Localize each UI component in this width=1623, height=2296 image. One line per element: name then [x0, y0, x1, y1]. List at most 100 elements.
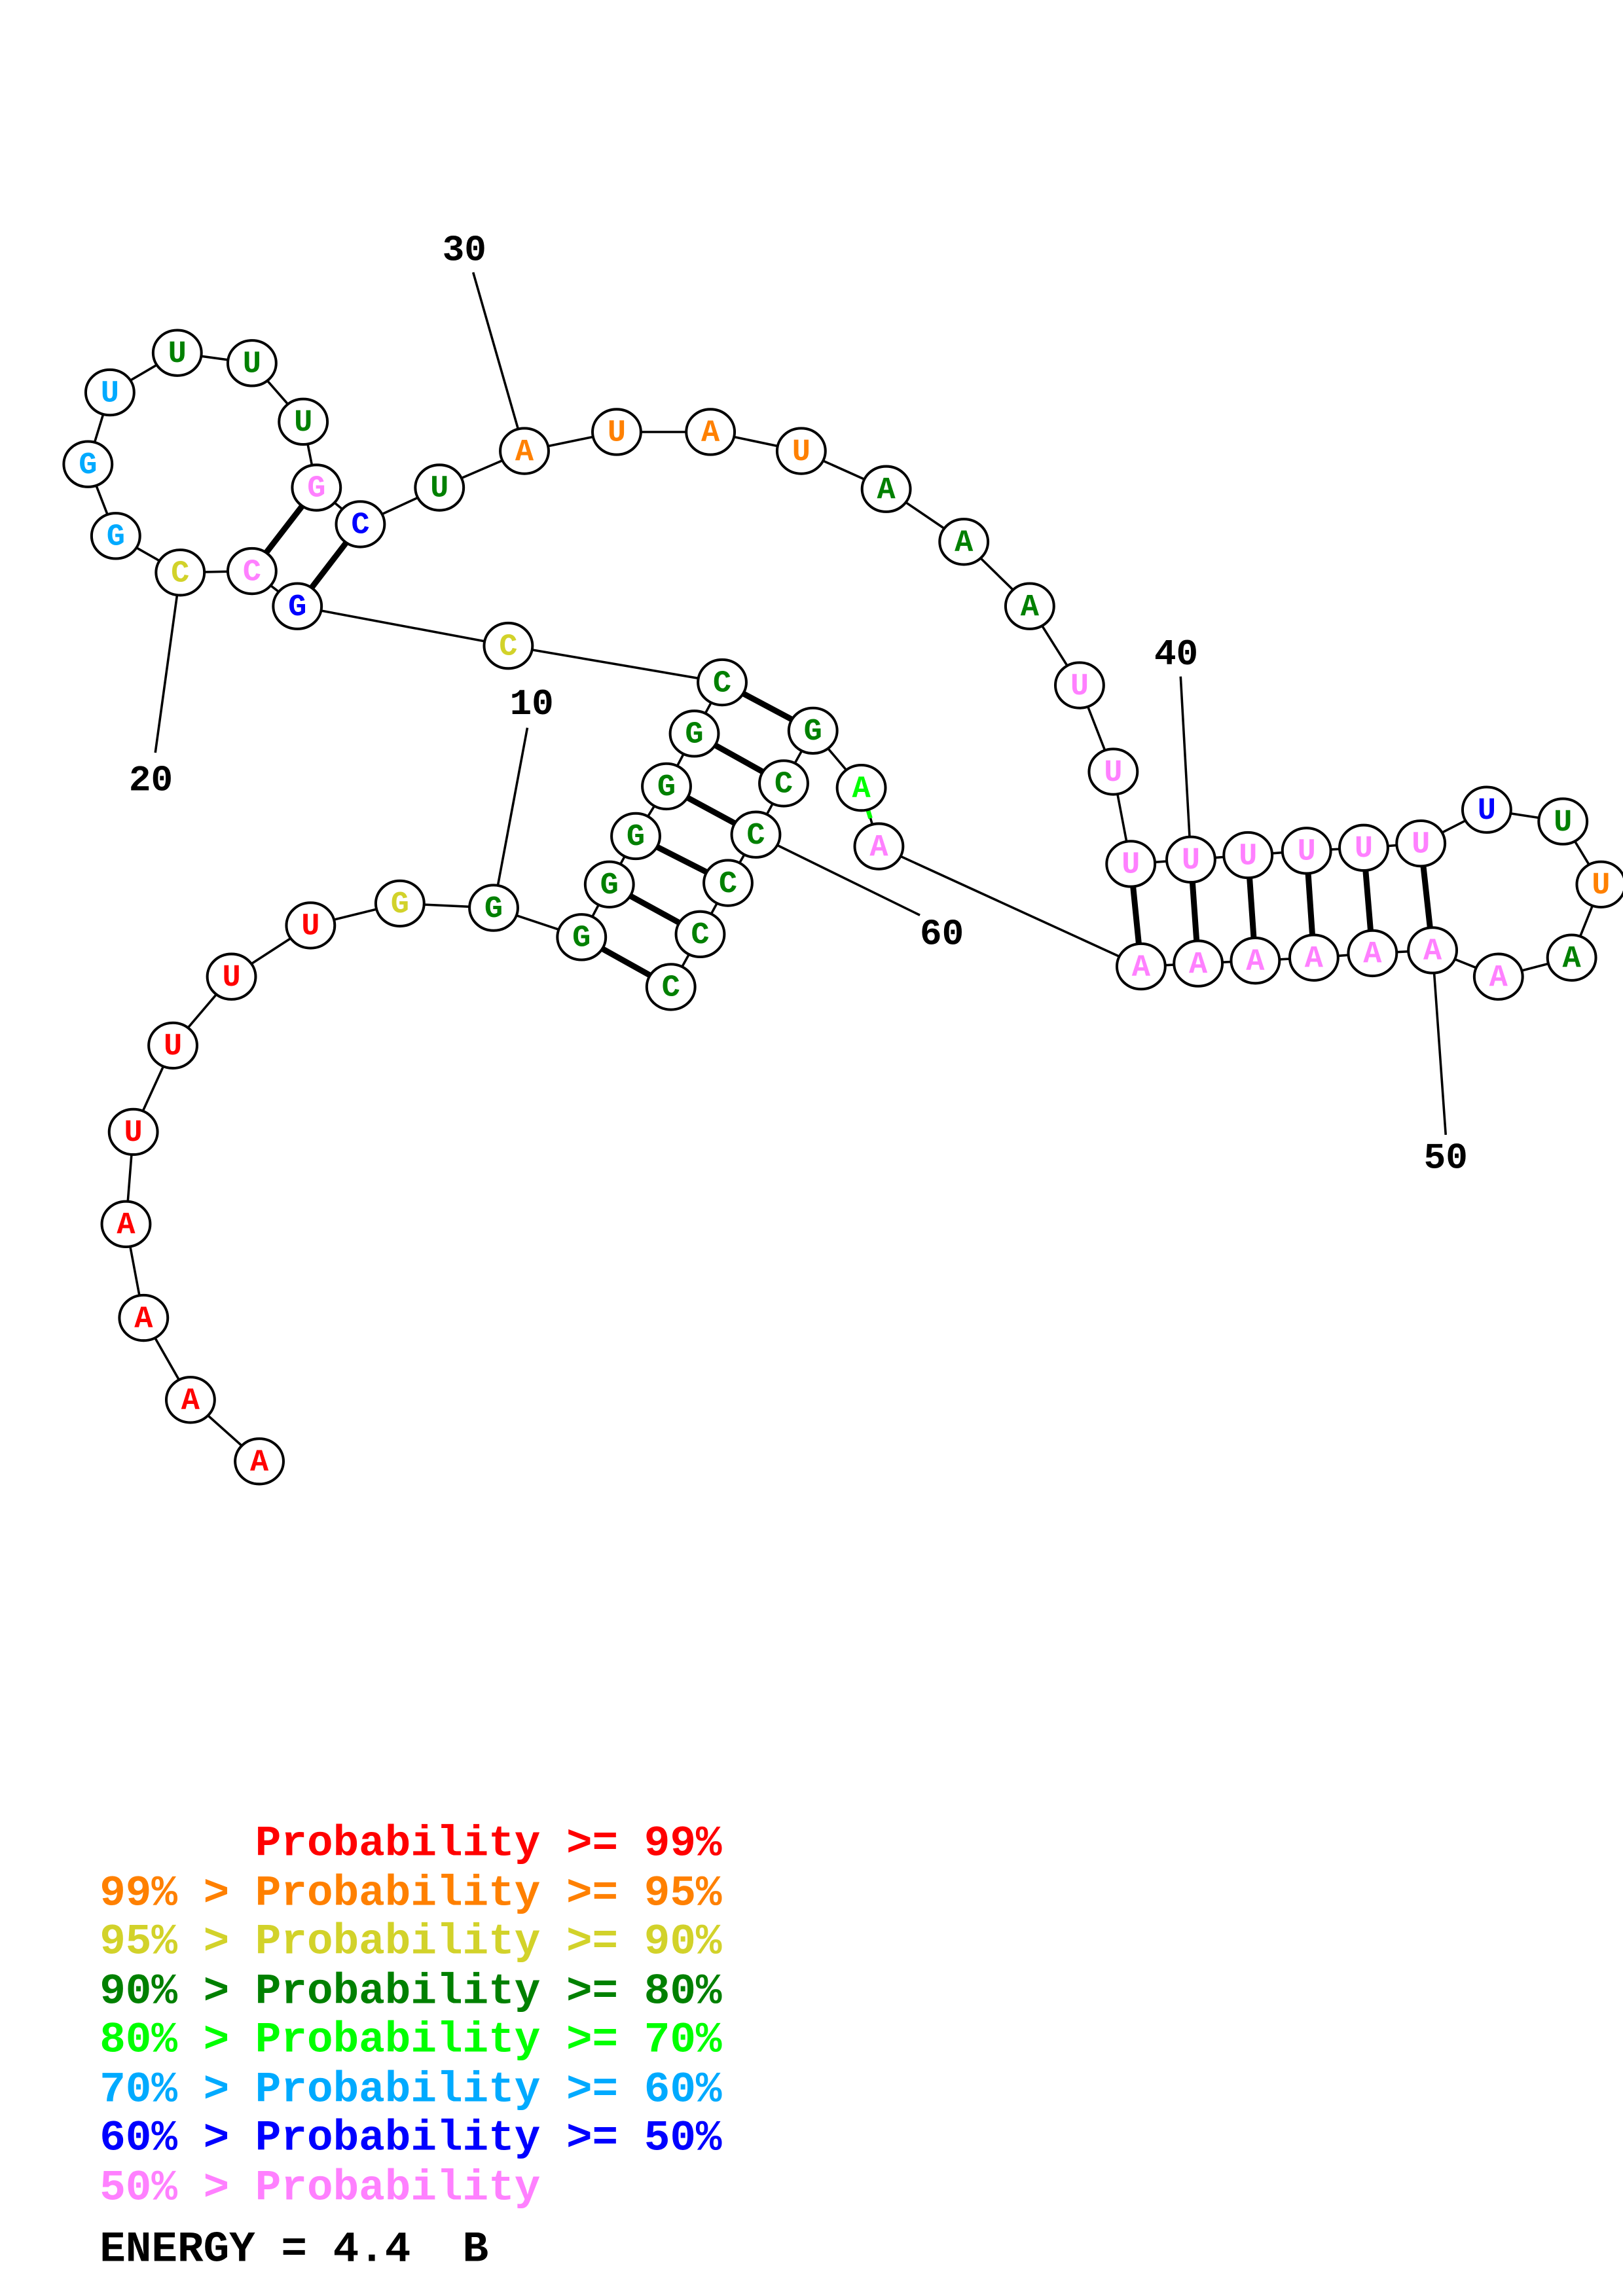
legend-line-50: 60% > Probability >= 50%: [100, 2113, 722, 2162]
nucleotide: U: [1537, 797, 1589, 846]
nucleotide: A: [835, 763, 887, 812]
nucleotide: U: [278, 397, 329, 446]
nucleotide-letter: C: [775, 768, 793, 802]
nucleotide-circle: [499, 427, 550, 475]
nucleotide: C: [702, 859, 754, 907]
nucleotide: G: [374, 879, 426, 928]
nucleotide-circle: [853, 822, 905, 870]
position-label: 10: [510, 683, 554, 725]
nucleotide-letter: U: [1298, 835, 1316, 870]
nucleotide: A: [164, 1376, 216, 1424]
nucleotide-circle: [226, 339, 278, 387]
nucleotide: U: [151, 329, 203, 377]
nucleotide-letter: C: [171, 557, 189, 592]
nucleotide-letter: A: [515, 435, 534, 470]
nucleotide-letter: G: [107, 520, 125, 555]
nucleotide: U: [1461, 785, 1512, 834]
nucleotide-circle: [583, 860, 635, 908]
nucleotide-circle: [1288, 933, 1340, 982]
nucleotide-circle: [272, 582, 323, 630]
nucleotide-circle: [674, 910, 726, 959]
nucleotide: A: [100, 1200, 152, 1249]
nucleotide: A: [853, 822, 905, 870]
nucleotide-letter: U: [164, 1030, 182, 1064]
nucleotide: C: [645, 963, 697, 1011]
nucleotide-letter: U: [1412, 827, 1430, 862]
nucleotide-circle: [62, 440, 114, 488]
nucleotide-circle: [147, 1021, 198, 1070]
nucleotide: C: [730, 810, 782, 859]
nucleotide-letter: G: [627, 820, 645, 855]
nucleotide-letter: C: [243, 555, 261, 590]
nucleotide-letter: A: [877, 473, 896, 508]
nucleotide-circle: [1472, 952, 1524, 1001]
nucleotide: G: [62, 440, 114, 488]
nucleotide-circle: [206, 952, 257, 1001]
nucleotide-circle: [835, 763, 887, 812]
nucleotide-letter: A: [1189, 948, 1208, 982]
nucleotide-letter: G: [307, 472, 325, 507]
nucleotide: G: [556, 913, 608, 961]
nucleotide-circle: [1230, 936, 1281, 985]
nucleotide: U: [1105, 840, 1157, 888]
base-pairs: [249, 486, 1436, 990]
position-label-line: [1179, 676, 1192, 860]
nucleotide-circle: [1115, 942, 1167, 991]
nucleotide-letter: U: [1355, 832, 1373, 867]
nucleotide-letter: U: [1104, 756, 1122, 791]
nucleotide: G: [90, 512, 141, 560]
nucleotide: U: [107, 1107, 159, 1157]
nucleotide: U: [591, 408, 642, 456]
nucleotide-circle: [1546, 933, 1597, 982]
nucleotide: A: [1546, 933, 1597, 982]
nucleotide: G: [583, 860, 635, 908]
legend-line-60: 70% > Probability >= 60%: [100, 2065, 722, 2114]
legend-line-95: 99% > Probability >= 95%: [100, 1869, 722, 1918]
nucleotide-circle: [90, 512, 141, 560]
nucleotide-circle: [118, 1293, 170, 1342]
backbone-segment: [508, 644, 723, 684]
nucleotide: A: [938, 518, 990, 566]
position-label-line: [755, 833, 921, 916]
legend-line-80: 90% > Probability >= 80%: [100, 1967, 722, 2017]
nucleotide-letter: A: [701, 416, 720, 451]
nucleotide-circle: [278, 397, 329, 446]
nucleotide: A: [685, 408, 737, 456]
nucleotide: A: [1173, 939, 1224, 988]
nucleotide-letter: U: [101, 376, 119, 411]
nucleotide: G: [787, 706, 839, 755]
legend-line-below-50: 50% > Probability: [100, 2163, 540, 2212]
nucleotide-circle: [1173, 939, 1224, 988]
nucleotide-circle: [335, 500, 386, 548]
nucleotide-circle: [1004, 582, 1055, 630]
nucleotide: U: [1087, 747, 1139, 796]
nucleotide: C: [758, 759, 809, 808]
nucleotide-circle: [697, 658, 748, 707]
nucleotide-letter: A: [1563, 942, 1582, 977]
nucleotide-letter: U: [294, 406, 312, 440]
nucleotide: U: [1395, 819, 1447, 868]
nucleotide-circle: [234, 1437, 285, 1486]
nucleotide-circle: [758, 759, 809, 808]
nucleotide-circle: [775, 427, 827, 475]
nucleotide-letter: A: [1132, 950, 1151, 985]
nucleotide-letter: U: [1478, 794, 1496, 829]
nucleotide: U: [1281, 827, 1332, 875]
nucleotide-circle: [84, 368, 136, 417]
nucleotide: C: [226, 547, 278, 596]
position-label-line: [492, 727, 529, 908]
nucleotide: A: [1472, 952, 1524, 1001]
nucleotide-circle: [226, 547, 278, 596]
nucleotide: U: [1222, 831, 1274, 880]
nucleotide: C: [674, 910, 726, 959]
nucleotide: C: [483, 621, 534, 670]
nucleotide: U: [1165, 835, 1216, 884]
nucleotide-letter: U: [1182, 844, 1200, 878]
nucleotide-letter: G: [657, 770, 676, 805]
nucleotide-letter: U: [792, 435, 811, 470]
nucleotide-circle: [1407, 926, 1459, 975]
position-label: 30: [443, 230, 486, 272]
nucleotide: A: [1115, 942, 1167, 991]
nucleotide-circle: [468, 884, 519, 932]
